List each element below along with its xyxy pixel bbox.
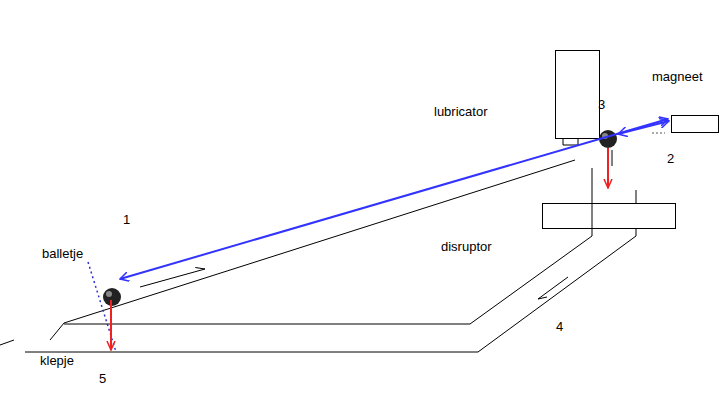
callout-number: 2 <box>667 151 674 166</box>
callout-number: 3 <box>598 97 605 112</box>
part-label: magneet <box>652 69 703 84</box>
part-label: disruptor <box>441 239 492 254</box>
callout-number: 4 <box>556 319 563 334</box>
callout-number: 1 <box>123 212 130 227</box>
part-label: balletje <box>42 246 83 261</box>
part-label: lubricator <box>434 104 487 119</box>
callout-number: 5 <box>99 371 106 386</box>
part-label: klepje <box>40 353 74 368</box>
